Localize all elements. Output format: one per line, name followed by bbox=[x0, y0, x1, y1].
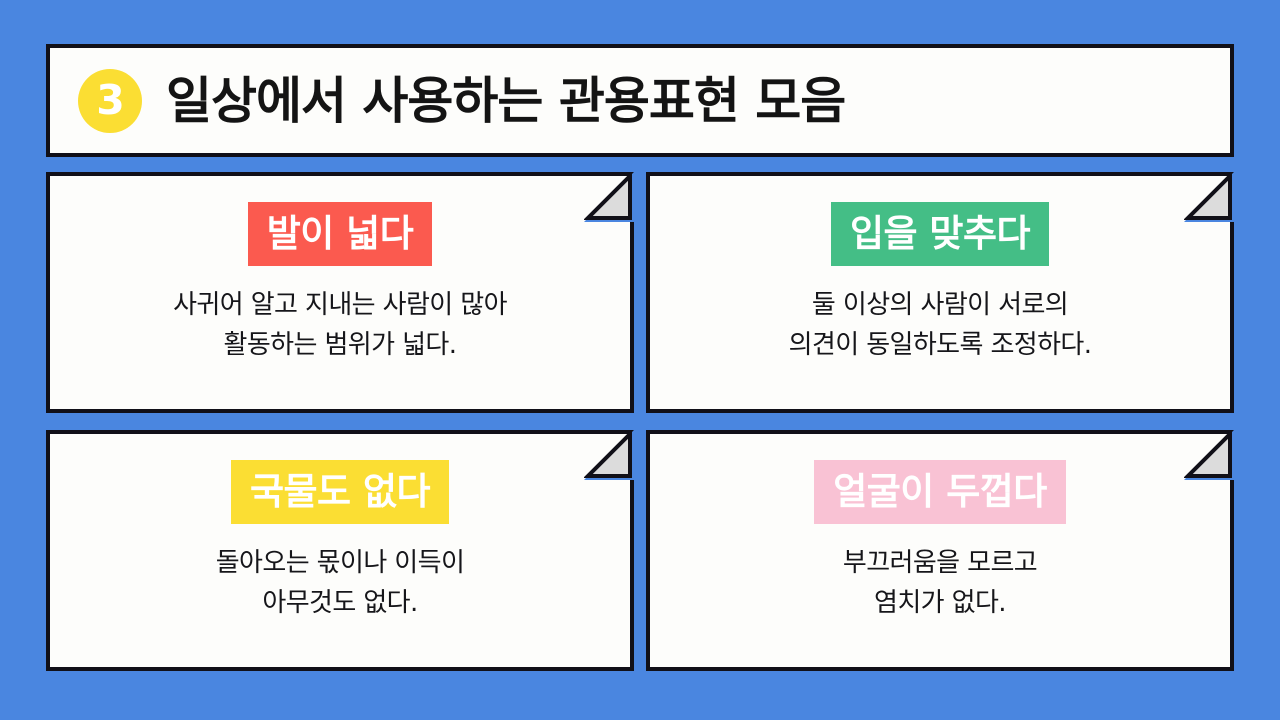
idiom-phrase: 발이 넓다 bbox=[247, 202, 433, 266]
idiom-meaning: 돌아오는 몫이나 이득이 아무것도 없다. bbox=[215, 548, 465, 618]
idiom-card-grid: 발이 넓다 사귀어 알고 지내는 사람이 많아 활동하는 범위가 넓다. 입을 … bbox=[46, 172, 1234, 671]
folded-corner-icon bbox=[584, 172, 634, 222]
idiom-phrase: 입을 맞추다 bbox=[830, 202, 1050, 266]
idiom-card[interactable]: 발이 넓다 사귀어 알고 지내는 사람이 많아 활동하는 범위가 넓다. bbox=[46, 172, 634, 413]
title-bar: 3 일상에서 사용하는 관용표현 모음 bbox=[46, 44, 1234, 157]
idiom-card[interactable]: 입을 맞추다 둘 이상의 사람이 서로의 의견이 동일하도록 조정하다. bbox=[646, 172, 1234, 413]
idiom-phrase: 얼굴이 두껍다 bbox=[814, 460, 1066, 524]
folded-corner-icon bbox=[1184, 172, 1234, 222]
page-title: 일상에서 사용하는 관용표현 모음 bbox=[166, 71, 846, 130]
idiom-meaning: 둘 이상의 사람이 서로의 의견이 동일하도록 조정하다. bbox=[788, 290, 1092, 360]
idiom-phrase: 국물도 없다 bbox=[230, 460, 450, 524]
idiom-card[interactable]: 얼굴이 두껍다 부끄러움을 모르고 염치가 없다. bbox=[646, 430, 1234, 671]
idiom-meaning: 사귀어 알고 지내는 사람이 많아 활동하는 범위가 넓다. bbox=[173, 290, 507, 360]
idiom-meaning: 부끄러움을 모르고 염치가 없다. bbox=[842, 548, 1038, 618]
idiom-card[interactable]: 국물도 없다 돌아오는 몫이나 이득이 아무것도 없다. bbox=[46, 430, 634, 671]
section-number-badge: 3 bbox=[78, 68, 142, 133]
folded-corner-icon bbox=[584, 430, 634, 480]
folded-corner-icon bbox=[1184, 430, 1234, 480]
